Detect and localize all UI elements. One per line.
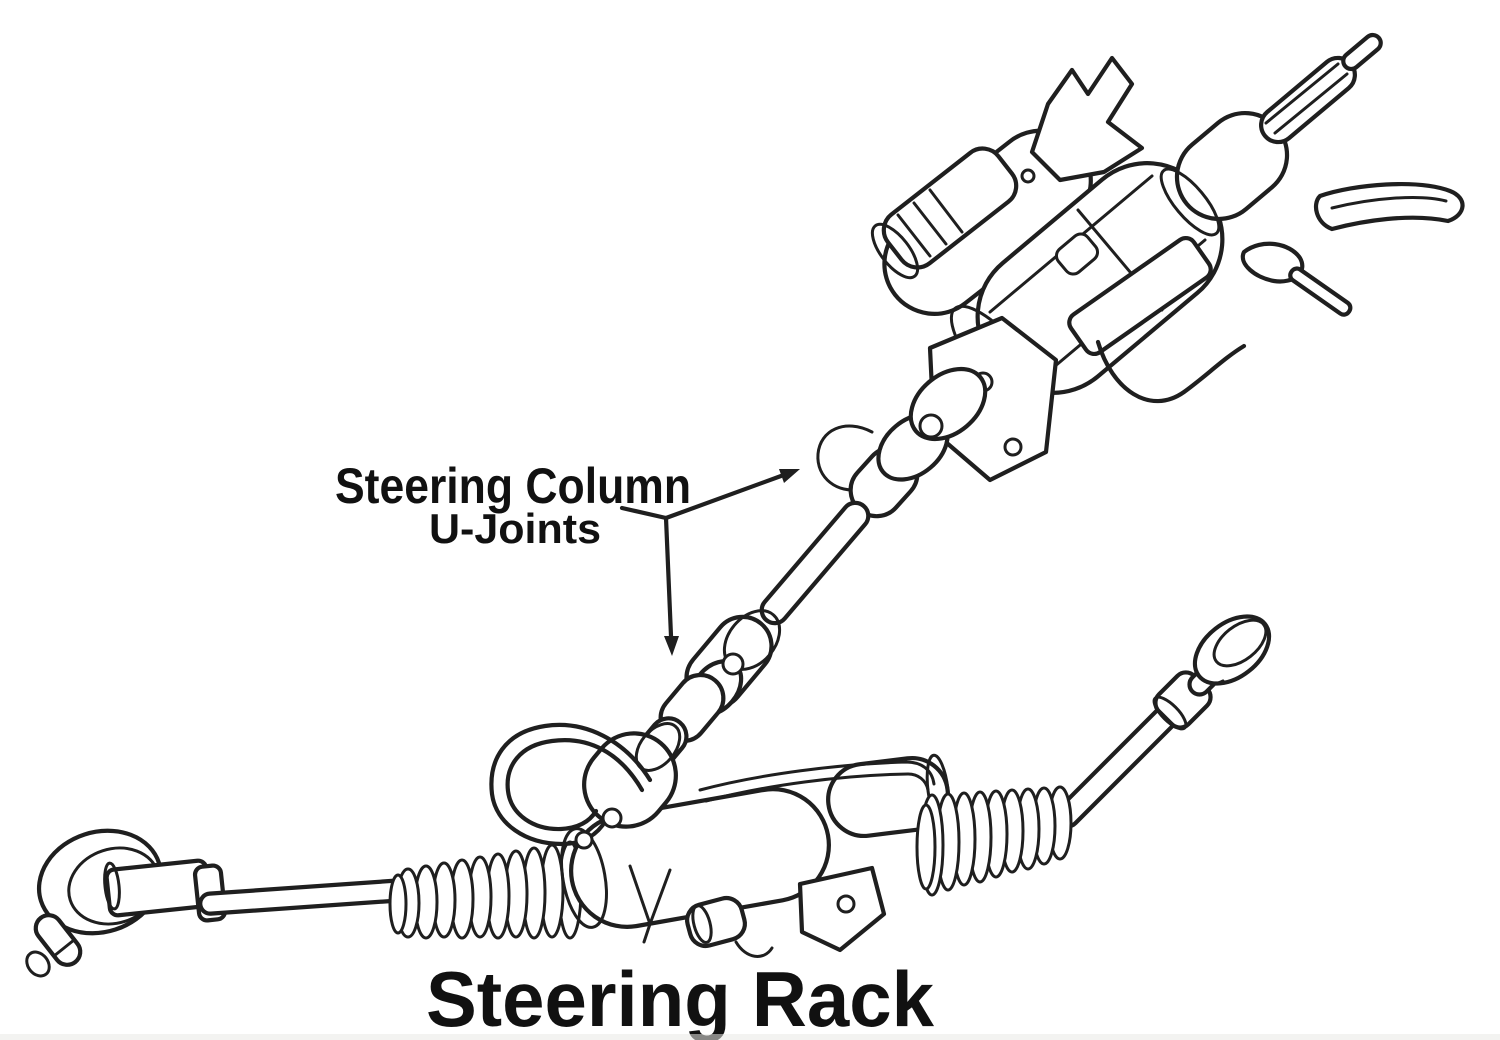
tie-rod-end-right-face [1212,618,1268,668]
callout-u-joints: Steering Column U-Joints [335,458,800,656]
hydraulic-lines [489,722,936,850]
ball-stud-left [33,913,83,967]
hydraulic-loop-outer [489,722,653,847]
housing-boss [685,895,747,949]
housing-v-mark-tail [642,922,652,944]
spline-line [1273,72,1349,135]
plate-bolt-hole [1003,437,1023,457]
bolt-hole [1020,168,1036,184]
hydraulic-fitting [601,807,623,829]
ball-stud-ring [52,938,76,958]
steering-column-assembly [816,32,1465,492]
bellows-collar [388,873,408,935]
wing-bolt-hole [836,894,856,914]
harness-hook [816,424,874,492]
upper-bearing-end-cap [1159,167,1221,237]
connector-rib [928,188,964,234]
lower-mount-bracket [1067,235,1213,357]
bellows-boot-right [915,785,1073,897]
tie-rod-left [198,878,412,916]
spline-line [1264,62,1340,125]
arrow-to-lower-u-joint [663,515,674,639]
steering-rack-assembly [25,614,1272,978]
connector-rib [896,213,932,258]
u-joints-label-line2: U-Joints [429,505,601,552]
upper-u-joint-cross [918,413,944,439]
lower-bracket-skirt [1095,339,1247,404]
column-top-bracket [1029,55,1145,183]
hydraulic-pipe [698,760,936,792]
mounting-wing-bracket [797,865,887,953]
callout-stem [619,505,669,521]
steering-rack-label: Steering Rack [426,955,935,1040]
scan-artifact-strip [0,1034,1500,1040]
pinion-valve-housing [582,731,678,829]
u-joints-label-line1: Steering Column [335,458,691,514]
lower-u-joint-cross [721,652,745,676]
sleeve-ring [103,861,121,911]
shaft-tip [1341,32,1383,72]
bellows-collar [915,803,937,891]
ball-stud-tip [25,950,51,978]
arrow-to-upper-u-joint [663,473,784,521]
housing-foot [734,940,774,958]
housing-boss-band [691,904,713,944]
lower-lever-rod [1288,266,1353,317]
hydraulic-pipe [704,772,930,803]
connector-rib [912,201,948,246]
arrowhead-upper [779,469,800,483]
arrowhead-lower [664,636,679,656]
intermediate-shaft [628,366,988,783]
callout-rack: Steering Rack [426,955,935,1040]
hydraulic-loop-inner [505,738,645,832]
turn-signal-lever [1313,182,1465,232]
intermediate-shaft-tube [759,500,871,626]
hydraulic-fitting [574,830,594,850]
column-knob [1054,232,1100,276]
wiring-connector-end-cap [870,222,920,280]
lever-contour [1330,195,1448,210]
jam-nut-ring [1152,695,1188,731]
bellows-boot-left [388,840,583,940]
tie-rod-end-right-contour [1194,670,1225,686]
